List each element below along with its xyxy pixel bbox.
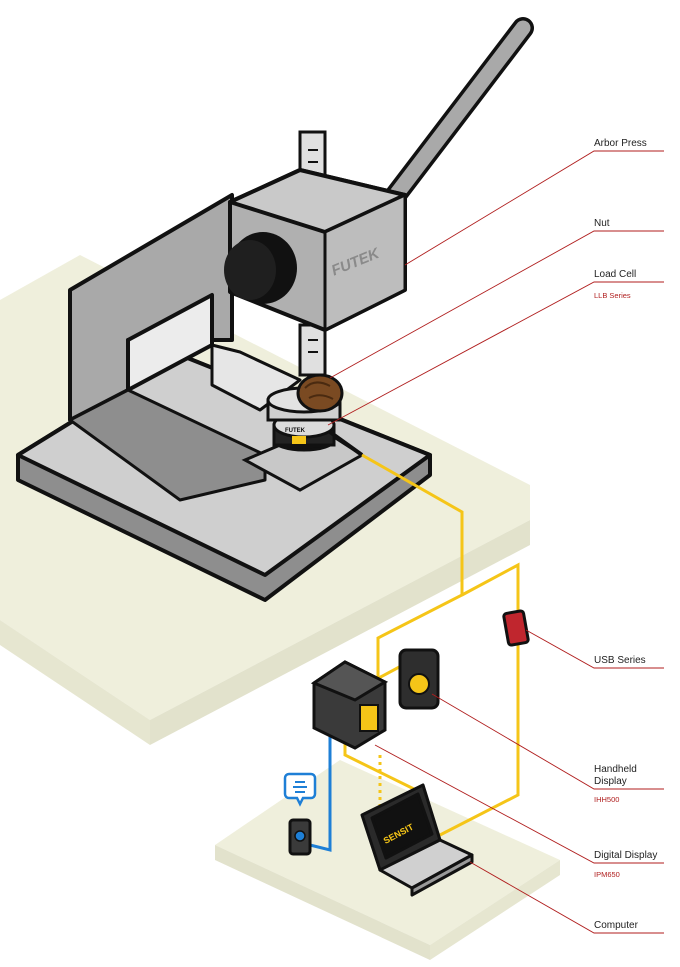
digital-display-icon bbox=[310, 660, 389, 750]
laptop-icon bbox=[360, 783, 474, 897]
label-computer: Computer bbox=[594, 920, 638, 931]
blue-cable bbox=[309, 725, 332, 852]
label-arbor-press: Arbor Press bbox=[594, 138, 647, 149]
press-wheel bbox=[224, 232, 297, 304]
nut bbox=[296, 373, 344, 413]
label-usb-series: USB Series bbox=[594, 655, 646, 666]
usb-device-icon bbox=[502, 609, 530, 647]
press-handle bbox=[381, 17, 534, 211]
label-digital-display: Digital Display bbox=[594, 850, 658, 861]
label-handheld-model: IHH500 bbox=[594, 795, 620, 804]
label-load-cell: Load Cell bbox=[594, 269, 637, 280]
callout-lines bbox=[327, 150, 664, 934]
handheld-display-icon bbox=[398, 648, 440, 710]
label-nut: Nut bbox=[594, 218, 610, 229]
load-cell-logo: FUTEK bbox=[285, 428, 306, 434]
label-handheld-display-line2: Display bbox=[594, 776, 627, 787]
label-digital-model: IPM650 bbox=[594, 870, 620, 879]
wireless-icon bbox=[283, 772, 317, 807]
sensor-icon bbox=[288, 818, 312, 856]
label-load-cell-series: LLB Series bbox=[594, 291, 631, 300]
label-handheld-display-line1: Handheld bbox=[594, 764, 637, 775]
